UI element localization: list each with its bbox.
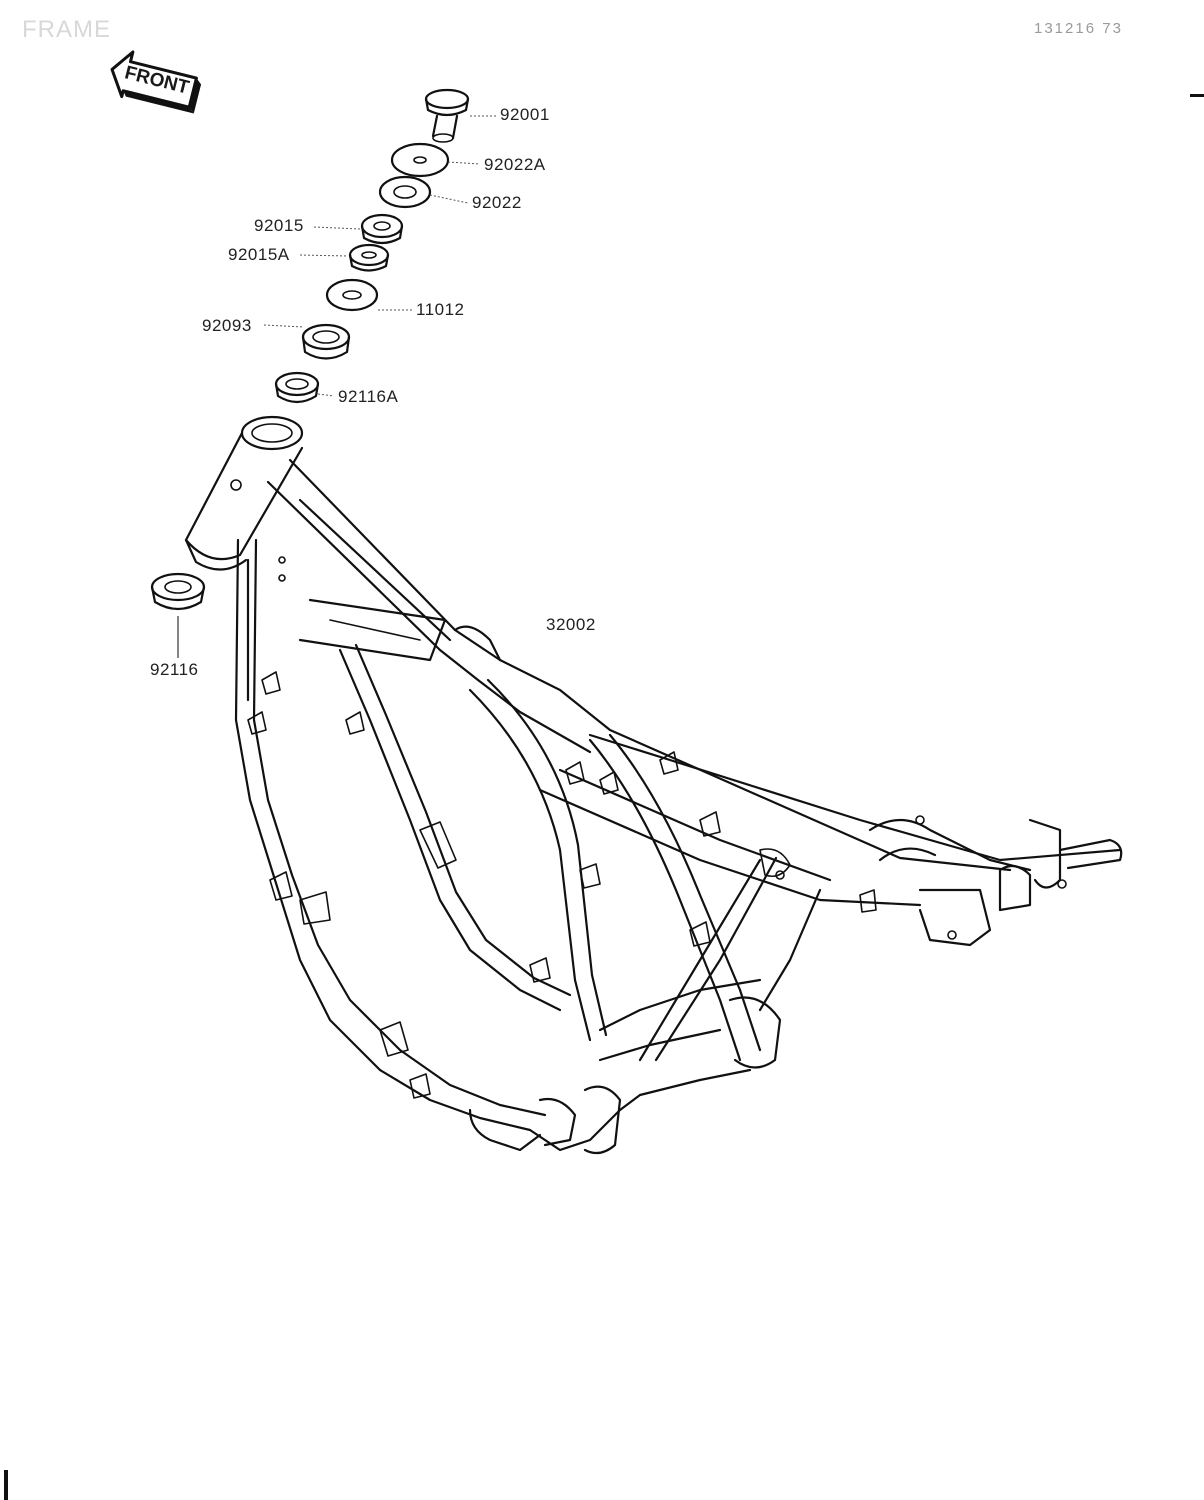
edge-mark-left: [4, 1470, 8, 1500]
label-92116a: 92116A: [338, 387, 399, 406]
label-11012: 11012: [416, 300, 465, 319]
part-92093-seal: [301, 323, 351, 360]
part-92022a-washer: [390, 142, 450, 178]
leader-lines: [177, 115, 496, 658]
part-92022-washer: [378, 175, 432, 209]
label-92001: 92001: [500, 105, 550, 124]
label-92015: 92015: [254, 216, 304, 235]
label-92093: 92093: [202, 316, 252, 335]
label-92022a: 92022A: [484, 155, 546, 174]
part-92116-bearing: [150, 572, 206, 611]
part-11012-cap: [325, 278, 379, 312]
part-92116a-bearing: [274, 371, 320, 404]
part-32002-frame: [184, 415, 1123, 1155]
reference-code: 131216 73: [1034, 20, 1123, 37]
front-arrow-icon: [110, 50, 202, 114]
label-92116: 92116: [150, 660, 199, 679]
part-92015-nut: [360, 213, 404, 245]
part-92001-bolt: [424, 88, 470, 143]
label-92015a: 92015A: [228, 245, 290, 264]
section-title: FRAME: [22, 16, 111, 43]
part-92015a-nut: [348, 243, 390, 272]
label-32002: 32002: [546, 615, 596, 634]
label-92022: 92022: [472, 193, 522, 212]
front-arrow-badge: FRONT: [104, 40, 204, 126]
edge-mark-right: [1190, 94, 1204, 97]
